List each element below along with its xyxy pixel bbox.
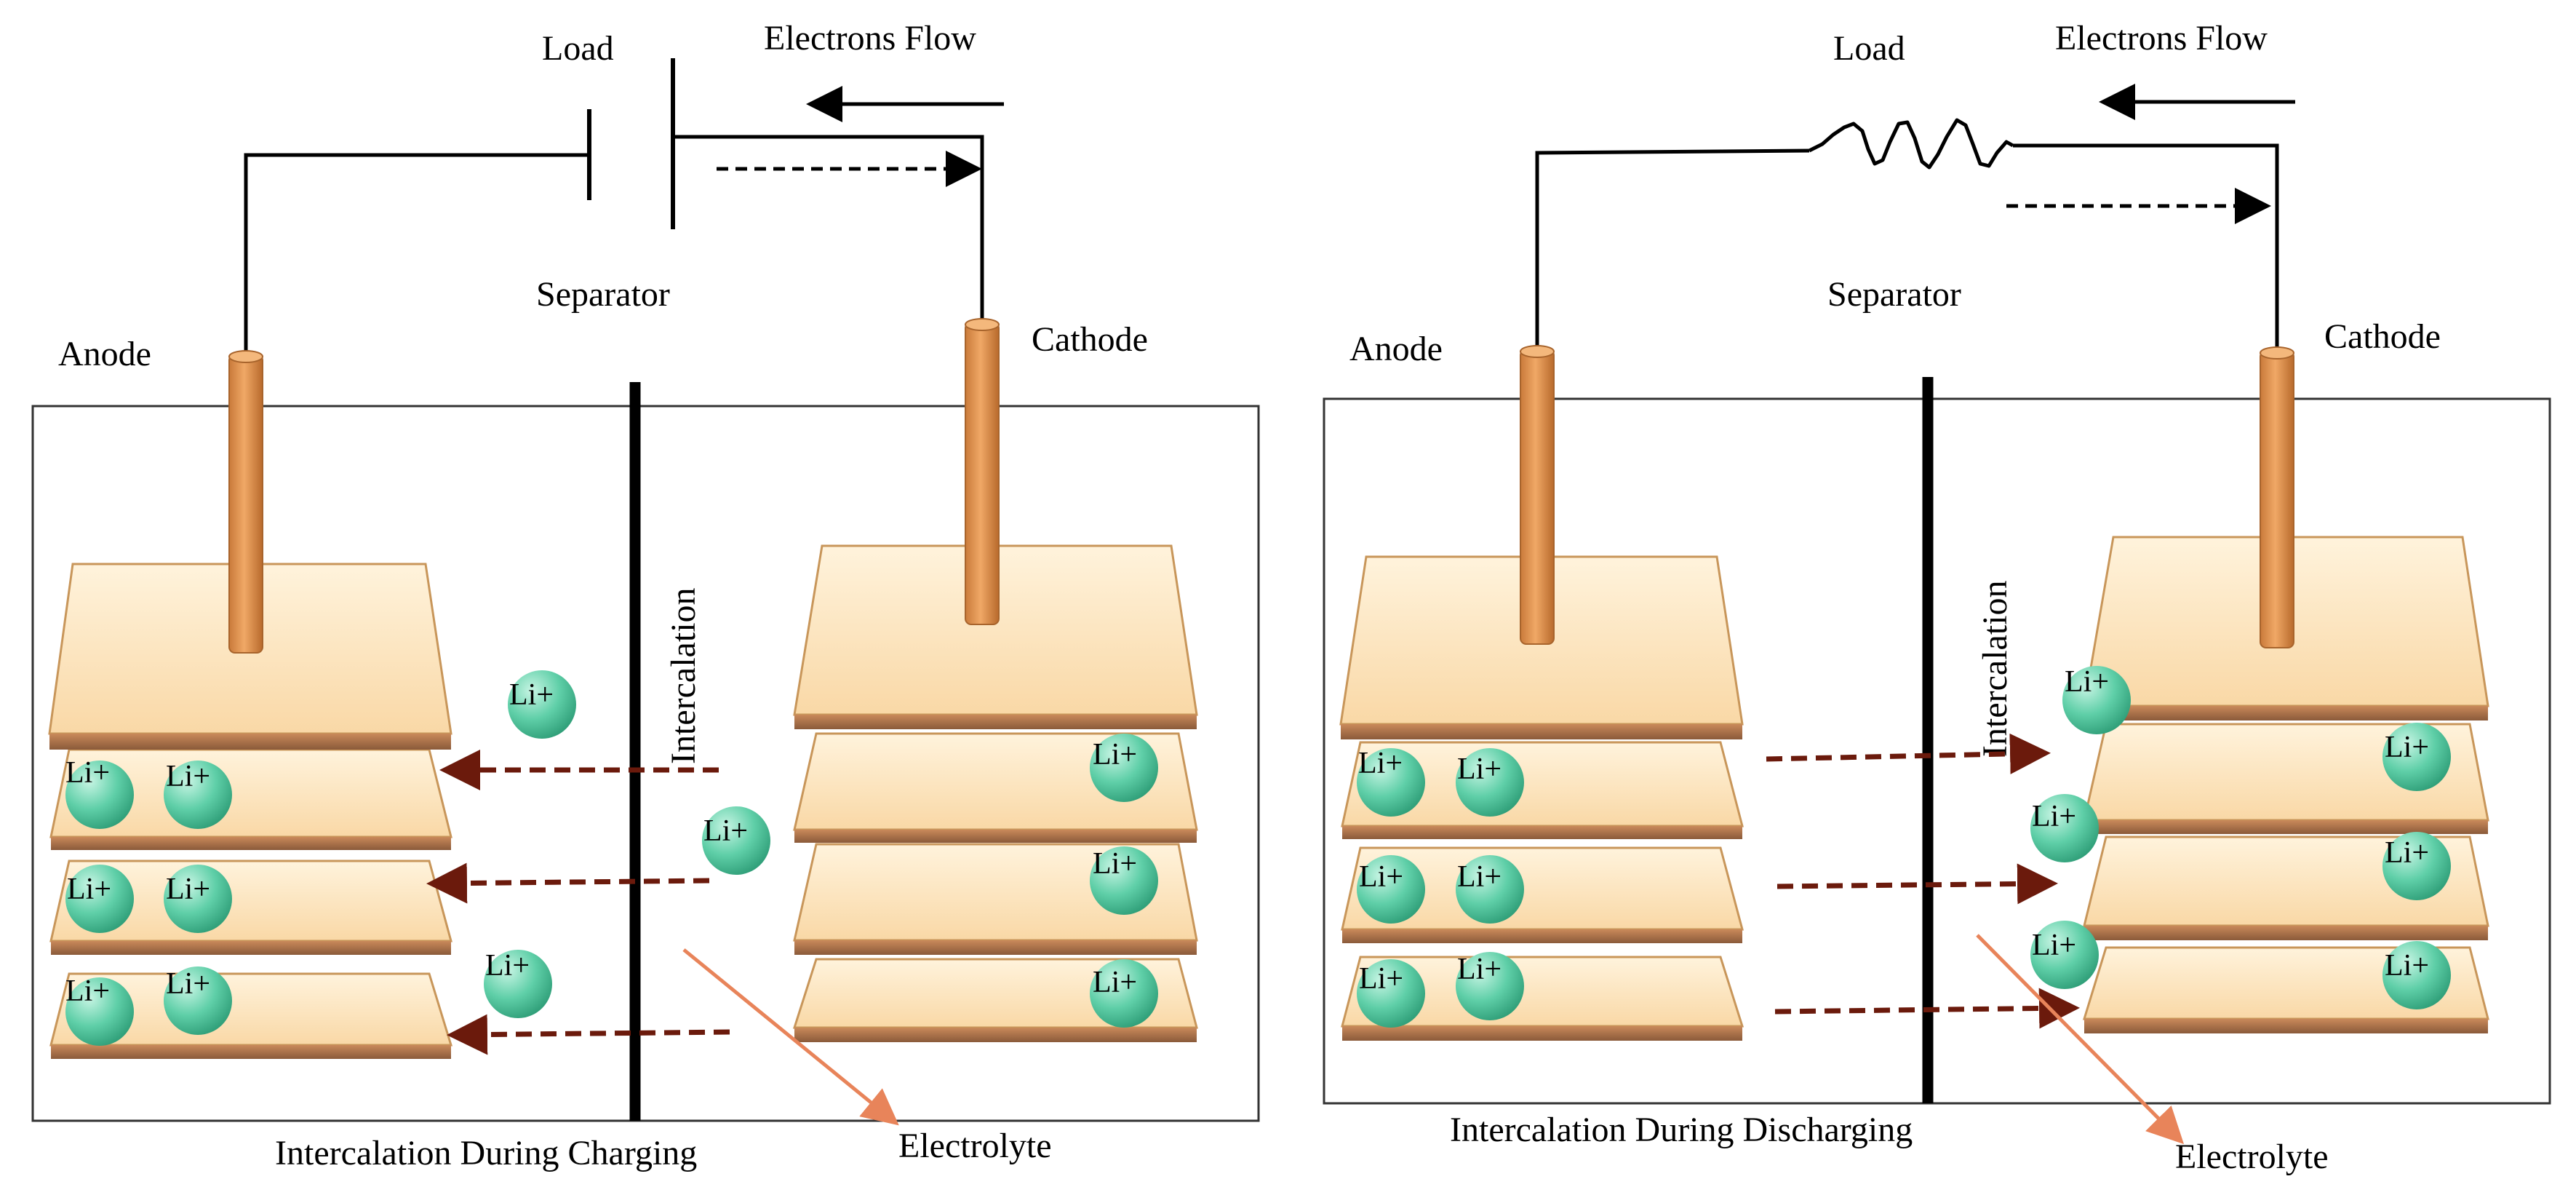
lithium-ion-icon: Li+ (1456, 952, 1524, 1020)
svg-text:Li+: Li+ (2032, 800, 2076, 833)
anode-electrode-rod (1520, 349, 1555, 645)
svg-text:Li+: Li+ (166, 760, 210, 793)
ion-flow-arrow (1777, 863, 2058, 905)
diagram-caption: Intercalation During Charging (275, 1134, 697, 1172)
electrolyte-label: Electrolyte (898, 1127, 1052, 1165)
lithium-ion-icon: Li+ (484, 949, 552, 1018)
svg-text:Li+: Li+ (166, 967, 210, 1001)
electrons-flow-label: Electrons Flow (2055, 19, 2268, 57)
svg-text:Li+: Li+ (1457, 860, 1502, 894)
lithium-ion-icon: Li+ (2382, 941, 2451, 1009)
lithium-ion-icon: Li+ (1456, 855, 1524, 924)
ion-flow-arrow (426, 862, 710, 904)
separator-label: Separator (1827, 275, 1961, 314)
separator-label: Separator (536, 275, 670, 314)
svg-text:Li+: Li+ (2385, 949, 2429, 982)
electrolyte-pointer (682, 948, 899, 1126)
svg-text:Li+: Li+ (1093, 966, 1137, 999)
lithium-ion-icon: Li+ (164, 966, 232, 1035)
svg-text:Li+: Li+ (1359, 962, 1403, 996)
lithium-ion-icon: Li+ (1090, 734, 1158, 802)
lithium-ion-icon: Li+ (1090, 846, 1158, 915)
intercalation-label: Intercalation (1976, 580, 2014, 757)
svg-text:Li+: Li+ (1457, 953, 1502, 986)
discharging-panel: Load Electrons Flow Separator Anode Cath… (1323, 19, 2551, 1176)
cathode-label: Cathode (1032, 320, 1148, 359)
circuit-wire (244, 135, 984, 360)
anode-layer-stack (48, 563, 453, 1059)
lithium-ion-icon: Li+ (508, 670, 576, 739)
svg-text:Li+: Li+ (509, 678, 554, 712)
lithium-ion-icon: Li+ (702, 806, 770, 875)
cell-container (1323, 397, 2551, 1105)
cathode-label: Cathode (2324, 317, 2441, 356)
svg-text:Li+: Li+ (1359, 860, 1403, 894)
lithium-ion-icon: Li+ (1357, 855, 1425, 924)
lithium-ion-icon: Li+ (2382, 832, 2451, 900)
electrolyte-label: Electrolyte (2175, 1138, 2329, 1176)
svg-text:Li+: Li+ (65, 756, 110, 790)
lithium-ion-icon: Li+ (1456, 748, 1524, 817)
svg-text:Li+: Li+ (2385, 836, 2429, 870)
svg-text:Li+: Li+ (166, 873, 210, 906)
lithium-ion-icon: Li+ (1357, 959, 1425, 1028)
lithium-ion-icon: Li+ (65, 974, 134, 1046)
intercalation-label: Intercalation (664, 587, 703, 764)
svg-text:Li+: Li+ (2032, 929, 2076, 962)
lithium-ion-icon: Li+ (2062, 665, 2131, 734)
svg-text:Li+: Li+ (2385, 731, 2429, 764)
circuit-wire (1535, 143, 2279, 357)
diagram-caption: Intercalation During Discharging (1450, 1111, 1913, 1149)
lithium-ion-icon: Li+ (1090, 959, 1158, 1028)
lithium-ion-icon: Li+ (1357, 747, 1425, 817)
ion-flow-arrow (1766, 733, 2051, 774)
anode-electrode-rod (228, 354, 263, 654)
lithium-ion-icon: Li+ (2030, 794, 2099, 862)
anode-label: Anode (58, 335, 151, 373)
svg-text:Li+: Li+ (1093, 738, 1137, 771)
svg-text:Li+: Li+ (1358, 747, 1403, 780)
svg-text:Li+: Li+ (1093, 847, 1137, 881)
lithium-ion-icon: Li+ (2030, 921, 2099, 989)
lithium-ion-icon: Li+ (65, 756, 134, 829)
svg-text:Li+: Li+ (67, 873, 111, 906)
lithium-ion-icon: Li+ (65, 865, 134, 933)
lithium-ion-icon: Li+ (164, 760, 232, 829)
svg-text:Li+: Li+ (1457, 753, 1502, 786)
load-resistor-icon (1808, 118, 2014, 170)
charging-panel: Load Electrons Flow Separator Anode Cath… (31, 19, 1260, 1172)
load-label: Load (1833, 29, 1905, 68)
cell-container (31, 405, 1260, 1122)
cathode-electrode-rod (2260, 350, 2294, 648)
lithium-ion-icon: Li+ (2382, 723, 2451, 791)
electrons-flow-label: Electrons Flow (764, 19, 976, 57)
anode-label: Anode (1349, 330, 1443, 368)
svg-text:Li+: Li+ (485, 949, 530, 982)
lithium-ion-icon: Li+ (164, 865, 232, 933)
electrolyte-pointer (1976, 934, 2185, 1145)
svg-text:Li+: Li+ (2065, 665, 2109, 699)
ion-flow-arrow (447, 1014, 730, 1055)
svg-text:Li+: Li+ (703, 814, 748, 848)
load-label: Load (542, 29, 614, 68)
cathode-electrode-rod (965, 322, 1000, 625)
svg-text:Li+: Li+ (65, 974, 110, 1008)
